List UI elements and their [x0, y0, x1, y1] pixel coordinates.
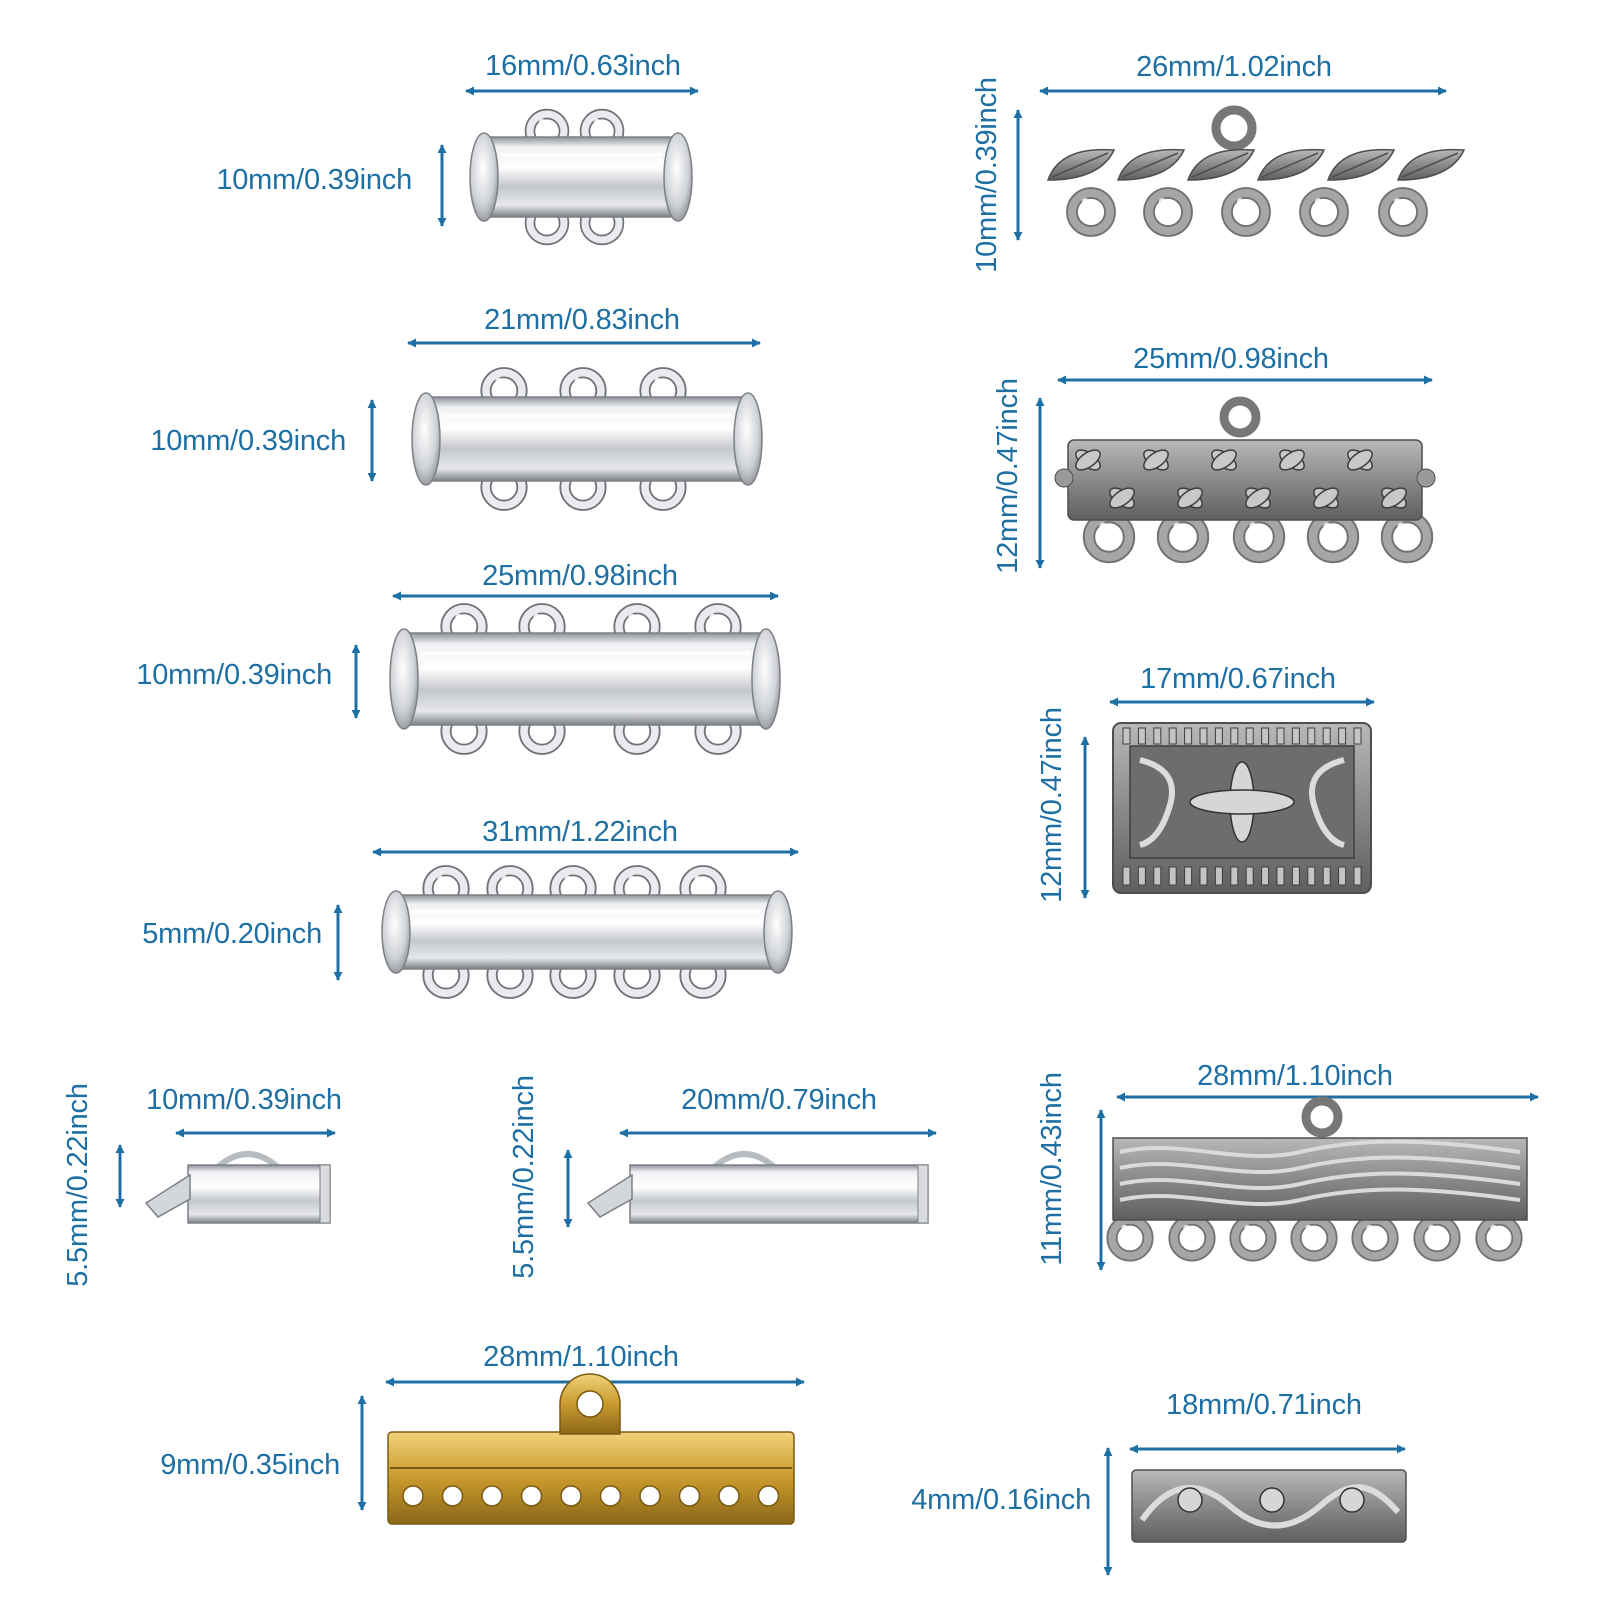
end-bar-long — [586, 1151, 929, 1224]
width-label-scroll-tube: 18mm/0.71inch — [1166, 1389, 1362, 1421]
filigree-tube — [1112, 722, 1372, 894]
width-label-end-bar-long: 20mm/0.79inch — [681, 1084, 877, 1116]
width-label-filigree-tube: 17mm/0.67inch — [1140, 663, 1336, 695]
slide-clasp-2 — [469, 108, 693, 246]
slide-clasp-5 — [381, 865, 793, 999]
height-label-slide-clasp-4: 10mm/0.39inch — [136, 659, 332, 691]
end-bar-short — [144, 1151, 331, 1224]
slide-clasp-3 — [411, 367, 763, 511]
height-label-flower-connector: 12mm/0.47inch — [992, 378, 1024, 574]
slide-clasp-4 — [389, 603, 781, 755]
flower-connector — [1054, 396, 1436, 564]
width-label-flower-connector: 25mm/0.98inch — [1133, 343, 1329, 375]
width-label-leaf-connector: 26mm/1.02inch — [1136, 51, 1332, 83]
height-label-leaf-connector: 10mm/0.39inch — [971, 77, 1003, 273]
height-label-scroll-tube: 4mm/0.16inch — [911, 1484, 1091, 1516]
width-label-slide-clasp-3: 21mm/0.83inch — [484, 304, 680, 336]
height-label-slide-clasp-2: 10mm/0.39inch — [216, 164, 412, 196]
height-label-filigree-tube: 12mm/0.47inch — [1036, 707, 1068, 903]
leaf-connector — [1046, 105, 1466, 237]
width-label-slide-clasp-5: 31mm/1.22inch — [482, 816, 678, 848]
width-label-slide-clasp-2: 16mm/0.63inch — [485, 50, 681, 82]
height-label-slide-clasp-5: 5mm/0.20inch — [142, 918, 322, 950]
width-label-slide-clasp-4: 25mm/0.98inch — [482, 560, 678, 592]
width-label-end-bar-short: 10mm/0.39inch — [146, 1084, 342, 1116]
scroll-tube — [1131, 1469, 1407, 1543]
gold-connector — [387, 1373, 795, 1525]
height-label-slide-clasp-3: 10mm/0.39inch — [150, 425, 346, 457]
width-label-gold-connector: 28mm/1.10inch — [483, 1341, 679, 1373]
height-label-wave-connector: 11mm/0.43inch — [1036, 1072, 1068, 1266]
height-label-end-bar-short: 5.5mm/0.22inch — [62, 1083, 94, 1287]
height-label-end-bar-long: 5.5mm/0.22inch — [508, 1075, 540, 1279]
height-label-gold-connector: 9mm/0.35inch — [160, 1449, 340, 1481]
product-parts — [144, 105, 1528, 1543]
width-label-wave-connector: 28mm/1.10inch — [1197, 1060, 1393, 1092]
wave-connector — [1106, 1096, 1528, 1262]
